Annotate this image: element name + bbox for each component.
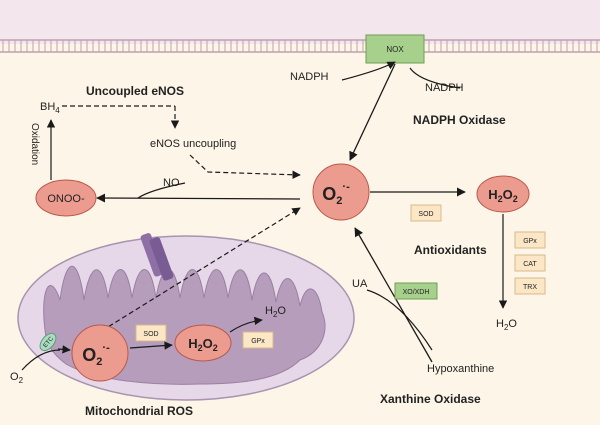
- gpx-mito-label: GPx: [251, 338, 265, 345]
- o2-mito-input-label: O2: [10, 371, 24, 385]
- no-curve: [137, 182, 186, 199]
- xanthine-oxidase-title: Xanthine Oxidase: [380, 392, 481, 406]
- mito-superoxide-to-h2o2-arrow: [129, 341, 173, 350]
- h2o2-right-node: H2O2: [476, 175, 530, 213]
- onoo-node: ONOO-: [35, 179, 97, 217]
- hypoxanthine-label: Hypoxanthine: [427, 363, 494, 375]
- h2o-right-label: H2O: [496, 318, 517, 332]
- xo-xdh-box: XO/XDH: [394, 282, 438, 300]
- mitochondrial-ros-title: Mitochondrial ROS: [85, 404, 193, 418]
- sod-mito-label: SOD: [143, 331, 158, 338]
- nadph-right-curve: [409, 67, 461, 89]
- mitochondrion: [17, 235, 355, 401]
- etc-to-superoxide-arrow: [57, 345, 71, 354]
- nadph-right-label: NADPH: [425, 82, 464, 94]
- nox-to-superoxide-arrow: [349, 63, 396, 161]
- nadph-to-nox-arrow: [341, 61, 396, 81]
- onoo-label: ONOO-: [47, 193, 85, 205]
- sod-right-box: SOD: [410, 204, 442, 222]
- h2o2-mito-label: H2O2: [188, 336, 218, 353]
- h2o-mito-label: H2O: [265, 305, 286, 319]
- sod-mito-box: SOD: [135, 324, 167, 342]
- cell-membrane: [0, 0, 600, 53]
- gpx-right-box: GPx: [514, 231, 546, 249]
- trx-label: TRX: [523, 284, 537, 291]
- nadph-oxidase-title: NADPH Oxidase: [413, 113, 506, 127]
- sod-right-label: SOD: [418, 211, 433, 218]
- nox-box: NOX: [365, 34, 425, 64]
- nox-label: NOX: [386, 45, 404, 54]
- superoxide-mito-label: O2·-: [82, 342, 110, 368]
- xo-to-superoxide-arrow: [354, 227, 433, 363]
- mito-to-superoxide-arrow: [94, 207, 301, 336]
- ua-curve: [366, 289, 433, 351]
- mito-channel: [140, 233, 174, 281]
- cat-label: CAT: [523, 261, 537, 268]
- enos-to-superoxide-arrow: [189, 154, 301, 179]
- gpx-mito-box: GPx: [242, 331, 274, 349]
- trx-box: TRX: [514, 277, 546, 295]
- superoxide-mito-node: O2·-: [71, 324, 129, 382]
- etc-badge: ETC: [39, 332, 57, 352]
- mito-h2o2-to-h2o-arrow: [229, 316, 263, 333]
- enos-uncoupling-label: eNOS uncoupling: [150, 138, 236, 150]
- o2-input-curve: [21, 349, 61, 371]
- oxidation-label: Oxidation: [29, 123, 40, 165]
- ua-label: UA: [352, 278, 368, 290]
- uncoupled-enos-title: Uncoupled eNOS: [86, 84, 184, 98]
- superoxide-to-onoo-arrow: [96, 193, 301, 203]
- bh4-label: BH4: [40, 101, 60, 115]
- superoxide-center-label: O2·-: [322, 181, 350, 207]
- nadph-left-label: NADPH: [290, 71, 329, 83]
- xo-xdh-label: XO/XDH: [403, 289, 430, 296]
- gpx-right-label: GPx: [523, 238, 537, 245]
- h2o2-mito-node: H2O2: [174, 324, 232, 362]
- no-label: NO: [163, 177, 180, 189]
- superoxide-center-node: O2·-: [312, 163, 370, 221]
- h2o2-right-label: H2O2: [488, 187, 518, 204]
- antioxidants-title: Antioxidants: [414, 243, 487, 257]
- cat-box: CAT: [514, 254, 546, 272]
